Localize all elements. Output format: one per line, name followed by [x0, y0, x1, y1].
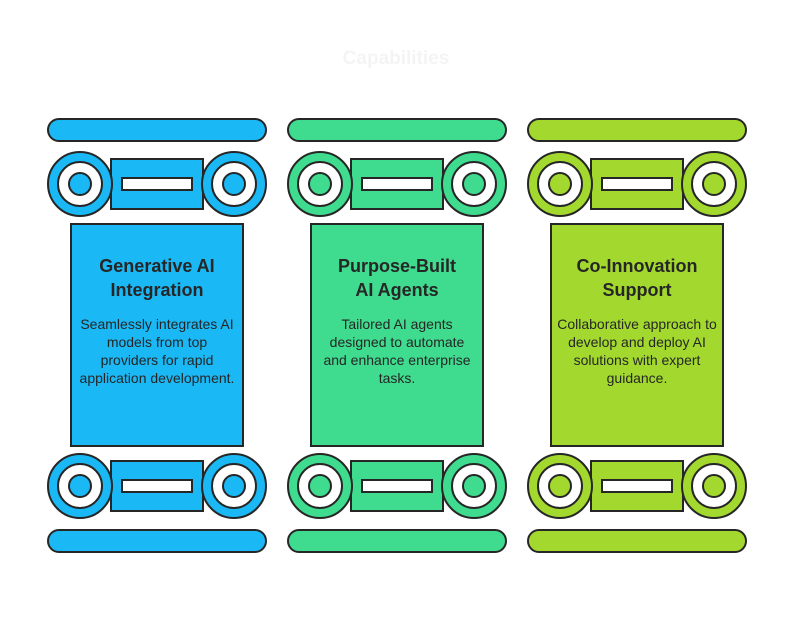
- bottom-capital-volute-eye-right: [702, 474, 726, 498]
- pillar-title-line: AI Agents: [355, 280, 439, 300]
- pillar-shape: [47, 118, 267, 553]
- pillar-title-line: Co-Innovation: [576, 256, 698, 276]
- pillar-shaft: [70, 223, 244, 447]
- diagram-title: Capabilities: [342, 48, 450, 69]
- pillar-description: Tailored AI agents designed to automate …: [323, 316, 471, 386]
- pillar-generative-ai: Generative AI Integration Seamlessly int…: [47, 118, 267, 555]
- bottom-capital-volute-eye-left: [308, 474, 332, 498]
- base-cap: [47, 529, 267, 553]
- pillar-purpose-built: Purpose-Built AI Agents Tailored AI agen…: [287, 118, 507, 555]
- top-capital-volute-eye-left: [68, 172, 92, 196]
- top-capital-volute-eye-right: [222, 172, 246, 196]
- pillar-description: Seamlessly integrates AI models from top…: [79, 316, 235, 386]
- base-cap: [527, 529, 747, 553]
- bottom-capital-volute-eye-right: [462, 474, 486, 498]
- pillar-shape: [287, 118, 507, 553]
- bottom-capital-groove: [121, 479, 193, 493]
- pillar-title: Co-Innovation Support: [557, 254, 717, 302]
- top-capital-groove: [121, 177, 193, 191]
- top-capital-volute-eye-right: [702, 172, 726, 196]
- pillar-title-line: Support: [602, 280, 672, 300]
- top-capital-groove: [361, 177, 433, 191]
- top-capital-volute-eye-left: [548, 172, 572, 196]
- top-capital-volute-eye-left: [308, 172, 332, 196]
- top-capital-groove: [601, 177, 673, 191]
- top-cap: [287, 118, 507, 142]
- bottom-capital-groove: [601, 479, 673, 493]
- bottom-capital-volute-eye-right: [222, 474, 246, 498]
- bottom-capital-groove: [361, 479, 433, 493]
- pillar-shaft: [310, 223, 484, 447]
- top-capital-volute-eye-right: [462, 172, 486, 196]
- bottom-capital-volute-eye-left: [68, 474, 92, 498]
- base-cap: [287, 529, 507, 553]
- pillar-title: Generative AI Integration: [77, 254, 237, 302]
- pillar-title: Purpose-Built AI Agents: [317, 254, 477, 302]
- pillar-title-line: Purpose-Built: [337, 256, 456, 276]
- pillar-title-line: Integration: [110, 280, 204, 300]
- pillar-co-innovation: Co-Innovation Support Collaborative appr…: [527, 118, 747, 555]
- pillar-shape: [527, 118, 747, 553]
- pillar-title-line: Generative AI: [99, 256, 215, 276]
- top-cap: [527, 118, 747, 142]
- bottom-capital-volute-eye-left: [548, 474, 572, 498]
- top-cap: [47, 118, 267, 142]
- pillar-description: Collaborative approach to develop and de…: [557, 316, 717, 386]
- pillar-shaft: [550, 223, 724, 447]
